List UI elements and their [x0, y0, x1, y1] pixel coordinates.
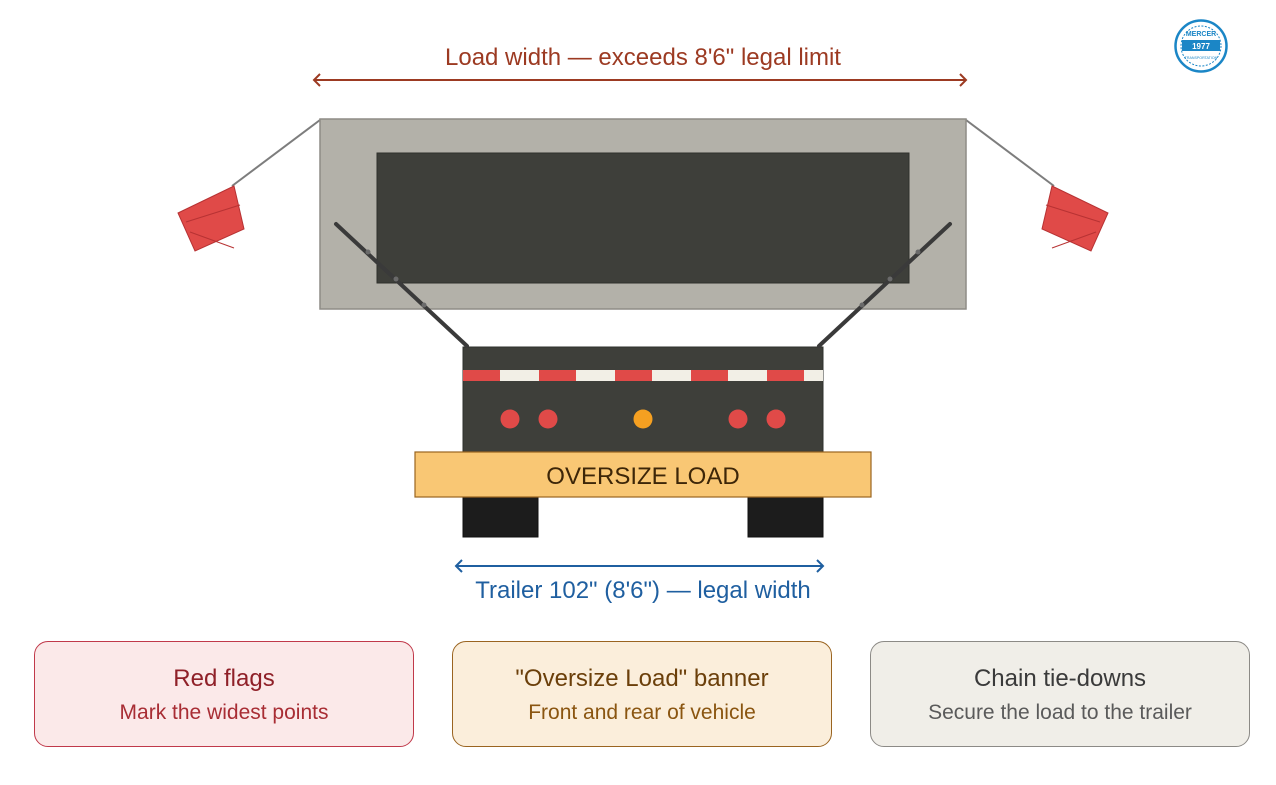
load-width-arrow-right-icon: [959, 73, 968, 87]
load-width-arrow-left-icon: [312, 73, 321, 87]
red-flags-subtitle: Mark the widest points: [119, 701, 329, 724]
chain-tie-downs-title: Chain tie-downs: [973, 665, 1147, 692]
reflective-tape: [463, 370, 823, 381]
right-tire: [747, 495, 824, 538]
red-flags-card: Red flags Mark the widest points: [34, 641, 414, 747]
oversize-load-block: [319, 118, 967, 310]
banner-card-title: "Oversize Load" banner: [515, 665, 769, 692]
chain-tie-downs-subtitle: Secure the load to the trailer: [928, 701, 1192, 724]
banner-card-subtitle: Front and rear of vehicle: [528, 701, 756, 724]
logo-tagline: TRANSPORTATION: [1185, 56, 1218, 60]
left-flag-line: [231, 119, 321, 187]
chain-tie-downs-card: Chain tie-downs Secure the load to the t…: [870, 641, 1250, 747]
left-chain-tie-down: [334, 222, 469, 348]
left-red-flag-icon: [177, 185, 245, 252]
right-red-flag-icon: [1041, 185, 1109, 252]
trailer-width-dimension: Trailer 102" (8'6") — legal width: [454, 559, 825, 604]
tail-light-icon: [500, 409, 520, 429]
trailer-rear: [462, 346, 824, 538]
banner-card: "Oversize Load" banner Front and rear of…: [452, 641, 832, 747]
mercer-logo-seal: MERCER 1977 TRANSPORTATION: [1174, 19, 1228, 73]
red-flags-title: Red flags: [173, 665, 275, 692]
oversize-load-banner: OVERSIZE LOAD: [414, 451, 872, 498]
right-chain-tie-down: [817, 222, 952, 348]
left-tire: [462, 495, 539, 538]
logo-name: MERCER: [1186, 31, 1216, 38]
tail-light-icon: [728, 409, 748, 429]
banner-text: OVERSIZE LOAD: [546, 463, 739, 490]
trailer-width-arrow-left-icon: [454, 559, 463, 573]
logo-year: 1977: [1192, 42, 1210, 51]
right-flag-line: [965, 119, 1055, 187]
trailer-width-label: Trailer 102" (8'6") — legal width: [475, 577, 811, 604]
load-width-label: Load width — exceeds 8'6" legal limit: [445, 44, 841, 71]
trailer-width-arrow-right-icon: [816, 559, 825, 573]
tail-light-icon: [538, 409, 558, 429]
load-width-dimension: Load width — exceeds 8'6" legal limit: [312, 44, 968, 87]
load-inner: [376, 152, 910, 284]
trailer-body: [462, 346, 824, 454]
center-marker-light-icon: [633, 409, 653, 429]
tail-light-icon: [766, 409, 786, 429]
